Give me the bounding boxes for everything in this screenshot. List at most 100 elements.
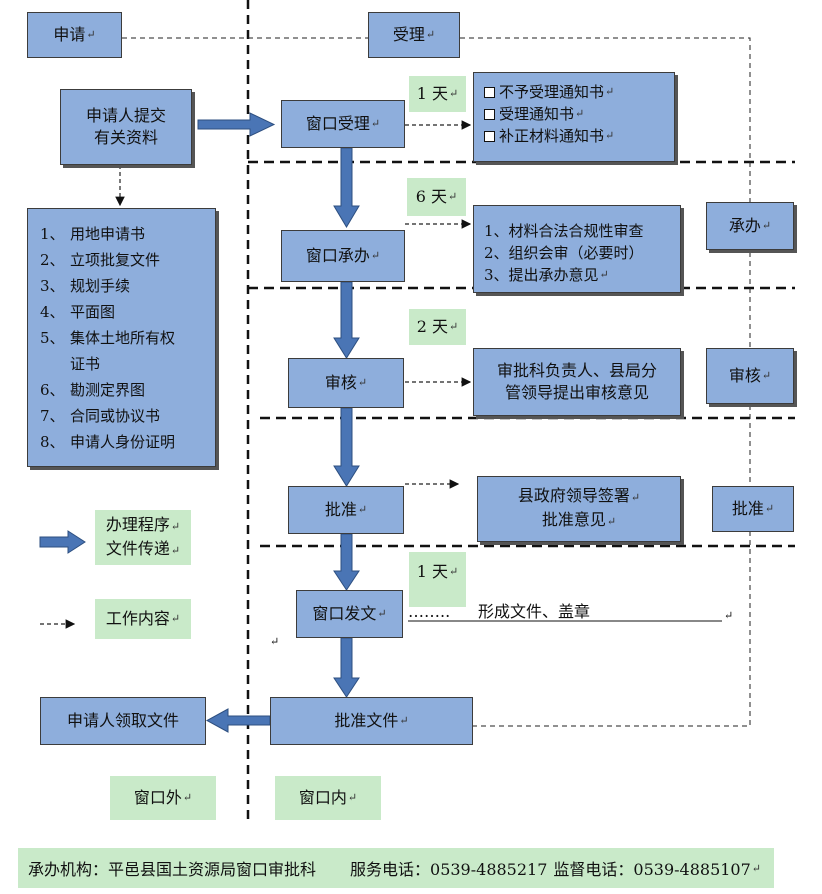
return-mark: ↵ xyxy=(575,107,585,120)
handle-tasks-box: 1、材料合法合规性审查 2、组织会审（必要时） 3、提出承办意见↵ xyxy=(473,205,681,293)
item-text: 证书 xyxy=(70,355,101,373)
item-text: 合同或协议书 xyxy=(70,407,161,425)
task-text: 1、材料合法合规性审查 xyxy=(484,222,644,240)
step-window-handle: 窗口承办↵ xyxy=(281,230,405,282)
arrow-approve-to-issue xyxy=(333,533,360,591)
list-item: 证书 xyxy=(40,351,209,377)
item-text: 规划手续 xyxy=(70,277,131,295)
return-mark: ↵ xyxy=(347,791,358,804)
item-text: 勘测定界图 xyxy=(70,381,146,399)
step-label: 申请人领取文件 xyxy=(66,711,179,730)
accept-box: 受理↵ xyxy=(368,12,460,58)
applicant-receive-box: 申请人领取文件 xyxy=(40,697,206,745)
step-window-accept: 窗口受理↵ xyxy=(281,100,405,148)
arrow-issue-to-doc xyxy=(333,637,360,698)
list-item: 1、材料合法合规性审查 xyxy=(484,220,670,242)
step-label: 批准文件 xyxy=(334,711,399,730)
item-number xyxy=(40,351,70,377)
submit-line-1: 申请人提交 xyxy=(85,106,166,125)
item-number: 3、 xyxy=(40,277,65,295)
arrow-handle-to-review xyxy=(333,281,360,359)
return-mark: ↵ xyxy=(425,28,436,41)
list-item: 3、规划手续 xyxy=(40,273,209,299)
return-mark: ↵ xyxy=(751,861,762,875)
list-item: 不予受理通知书↵ xyxy=(484,81,664,103)
legend-text: 工作内容 xyxy=(105,609,170,628)
item-text: 立项批复文件 xyxy=(70,251,161,269)
step-review: 审核↵ xyxy=(288,358,404,408)
step-approve-doc: 批准文件↵ xyxy=(270,697,473,745)
materials-list: 1、用地申请书 2、立项批复文件 3、规划手续 4、平面图 5、集体土地所有权 … xyxy=(27,208,216,467)
return-mark: ↵ xyxy=(370,117,381,130)
checkbox-icon xyxy=(484,108,495,120)
return-mark: ↵ xyxy=(377,607,387,620)
zone-inside-label: 窗口内↵ xyxy=(275,776,381,820)
step-label: 窗口发文 xyxy=(312,604,377,623)
footer-service-phone: 服务电话：0539-4885217 xyxy=(350,860,548,879)
item-number: 2、 xyxy=(40,251,65,269)
right-label-text: 审核 xyxy=(728,366,761,385)
return-mark: ↵ xyxy=(761,219,772,232)
footer-org: 承办机构：平邑县国土资源局窗口审批科 xyxy=(28,860,317,879)
return-mark: ↵ xyxy=(448,190,458,203)
list-item: 7、合同或协议书 xyxy=(40,403,209,429)
checkbox-icon xyxy=(484,86,495,98)
legend-line: 文件传递↵ xyxy=(106,538,180,562)
apply-label: 申请 xyxy=(53,25,86,44)
return-mark: ↵ xyxy=(357,503,368,516)
detail-line: 管领导提出审核意见 xyxy=(504,383,649,402)
issue-return-mark: ↵ xyxy=(724,609,734,622)
step-label: 审核 xyxy=(324,373,357,392)
option-text: 不予受理通知书 xyxy=(499,83,605,101)
apply-box: 申请↵ xyxy=(27,12,122,58)
step-label: 窗口受理 xyxy=(305,114,370,133)
return-mark: ↵ xyxy=(605,85,615,98)
issue-dots: …….. xyxy=(408,602,451,621)
return-mark: ↵ xyxy=(170,612,181,625)
option-text: 补正材料通知书 xyxy=(499,127,605,145)
legend-process-arrow xyxy=(39,530,86,554)
return-mark: ↵ xyxy=(86,28,96,41)
detail-line: 审批科负责人、县局分 xyxy=(496,361,657,380)
duration-text: 2 天 xyxy=(416,317,449,336)
list-item: 受理通知书↵ xyxy=(484,103,664,125)
list-item: 补正材料通知书↵ xyxy=(484,125,664,147)
arrow-submit-to-accept xyxy=(197,112,276,137)
approve-detail-box: 县政府领导签署↵ 批准意见↵ xyxy=(477,476,681,542)
item-number: 5、 xyxy=(40,329,65,347)
arrow-doc-to-applicant xyxy=(205,708,271,733)
return-mark: ↵ xyxy=(764,502,775,515)
list-item: 4、平面图 xyxy=(40,299,209,325)
list-item: 1、用地申请书 xyxy=(40,221,209,247)
return-mark: ↵ xyxy=(761,369,772,382)
list-item: 3、提出承办意见↵ xyxy=(484,264,670,286)
review-detail-box: 审批科负责人、县局分 管领导提出审核意见 xyxy=(473,348,681,416)
list-item: 2、组织会审（必要时） xyxy=(484,242,670,264)
applicant-submit-box: 申请人提交 有关资料 xyxy=(60,89,192,165)
issue-text: 形成文件、盖章 xyxy=(478,602,591,621)
checkbox-icon xyxy=(484,130,495,142)
duration-1: 1 天↵ xyxy=(409,76,466,112)
contact-footer: 承办机构：平邑县国土资源局窗口审批科 服务电话：0539-4885217 监督电… xyxy=(18,848,774,888)
task-text: 3、提出承办意见 xyxy=(484,266,599,284)
list-item: 5、集体土地所有权 xyxy=(40,325,209,351)
arrow-accept-to-handle xyxy=(333,147,360,228)
return-mark: ↵ xyxy=(630,491,641,504)
duration-2: 6 天↵ xyxy=(407,178,466,216)
item-text: 平面图 xyxy=(70,303,116,321)
item-number: 1、 xyxy=(40,225,65,243)
submit-line-2: 有关资料 xyxy=(93,128,158,147)
right-label-text: 批准 xyxy=(731,499,764,518)
detail-line: 批准意见↵ xyxy=(542,509,616,533)
duration-4: 1 天↵ xyxy=(409,552,466,607)
list-item: 2、立项批复文件 xyxy=(40,247,209,273)
duration-text: 1 天 xyxy=(416,84,449,103)
item-text: 申请人身份证明 xyxy=(70,433,176,451)
legend-work-label: 工作内容↵ xyxy=(95,599,191,639)
zone-text: 窗口外 xyxy=(133,788,182,807)
right-label-review: 审核↵ xyxy=(706,348,794,404)
right-label-text: 承办 xyxy=(728,216,761,235)
return-mark: ↵ xyxy=(399,714,409,727)
legend-text: 办理程序 xyxy=(105,514,170,534)
